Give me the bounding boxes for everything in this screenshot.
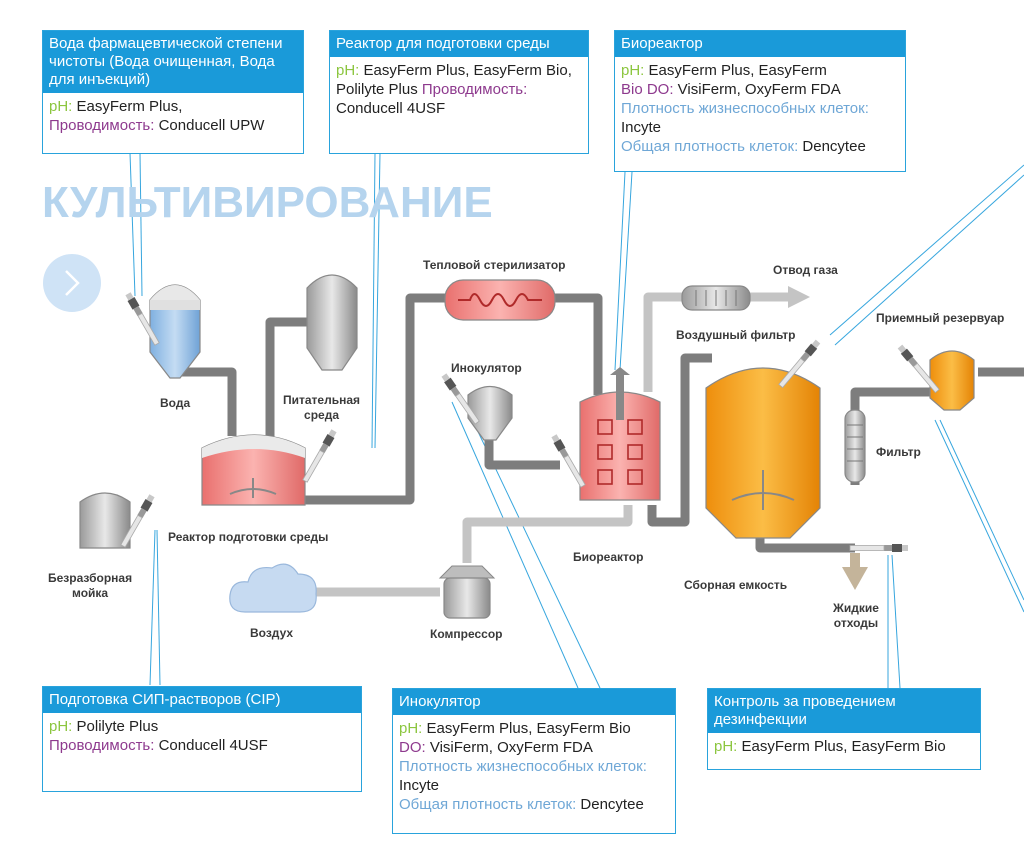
water-tank xyxy=(149,284,201,379)
label-bioreactor: Биореактор xyxy=(573,550,644,564)
arrow-right-icon xyxy=(788,286,810,308)
callout-body: pH: EasyFerm Plus, EasyFerm Bio, Polilyt… xyxy=(336,62,572,117)
chevron-right-icon xyxy=(65,270,80,296)
label-collection-tank: Сборная емкость xyxy=(684,578,788,592)
label-media-reactor: Реактор подготовки среды xyxy=(168,530,329,544)
callout-title: Подготовка СИП-растворов (CIP) xyxy=(43,687,361,713)
label-filter: Фильтр xyxy=(876,445,921,459)
receiving-tank xyxy=(929,350,975,411)
arrow-down-icon xyxy=(842,553,868,590)
label-compressor: Компрессор xyxy=(430,627,503,641)
callout-title: Контроль за проведением дезинфекции xyxy=(708,689,980,733)
callout-disinfection: Контроль за проведением дезинфекции pH: … xyxy=(707,688,981,770)
callout-bioreactor: Биореактор pH: EasyFerm Plus, EasyFerm B… xyxy=(614,30,906,172)
heat-sterilizer xyxy=(444,279,556,321)
pipes-light xyxy=(315,292,790,597)
callout-title: Реактор для подготовки среды xyxy=(330,31,588,57)
label-air-filter: Воздушный фильтр xyxy=(676,328,796,342)
label-heat-sterilizer: Тепловой стерилизатор xyxy=(423,258,566,272)
callout-body: pH: Polilyte Plus Проводимость: Conducel… xyxy=(49,718,268,754)
collection-tank xyxy=(705,367,821,539)
bioreactor-vessel xyxy=(579,367,661,501)
cloud-icon xyxy=(229,563,317,613)
nutrient-tank xyxy=(306,274,358,371)
filter xyxy=(844,409,866,483)
callout-inoculator: Инокулятор pH: EasyFerm Plus, EasyFerm B… xyxy=(392,688,676,834)
inoculator-vessel xyxy=(467,385,513,441)
callout-body: pH: EasyFerm Plus, EasyFerm Bio xyxy=(714,738,946,755)
callout-title: Инокулятор xyxy=(393,689,675,715)
callout-body: pH: EasyFerm Plus, EasyFerm Bio DO: Visi… xyxy=(399,720,647,813)
label-gas-outlet: Отвод газа xyxy=(773,263,838,277)
next-button[interactable] xyxy=(43,254,101,312)
label-inoculator: Инокулятор xyxy=(451,361,522,375)
air-filter xyxy=(681,285,751,311)
callout-media-reactor: Реактор для подготовки среды pH: EasyFer… xyxy=(329,30,589,154)
callout-cip-prep: Подготовка СИП-растворов (CIP) pH: Polil… xyxy=(42,686,362,792)
callout-title: Вода фармацевтической степени чистоты (В… xyxy=(43,31,303,93)
callout-body: pH: EasyFerm Plus, Проводимость: Conduce… xyxy=(49,98,265,134)
cip-tank xyxy=(79,492,131,549)
callout-pharma-water: Вода фармацевтической степени чистоты (В… xyxy=(42,30,304,154)
compressor xyxy=(438,565,496,619)
callout-title: Биореактор xyxy=(615,31,905,57)
label-receiving-tank: Приемный резервуар xyxy=(876,311,1005,325)
media-reactor xyxy=(201,434,306,506)
label-air: Воздух xyxy=(250,626,294,640)
label-water: Вода xyxy=(160,396,191,410)
callout-body: pH: EasyFerm Plus, EasyFerm Bio DO: Visi… xyxy=(621,62,869,155)
section-heading: КУЛЬТИВИРОВАНИЕ xyxy=(42,178,493,227)
